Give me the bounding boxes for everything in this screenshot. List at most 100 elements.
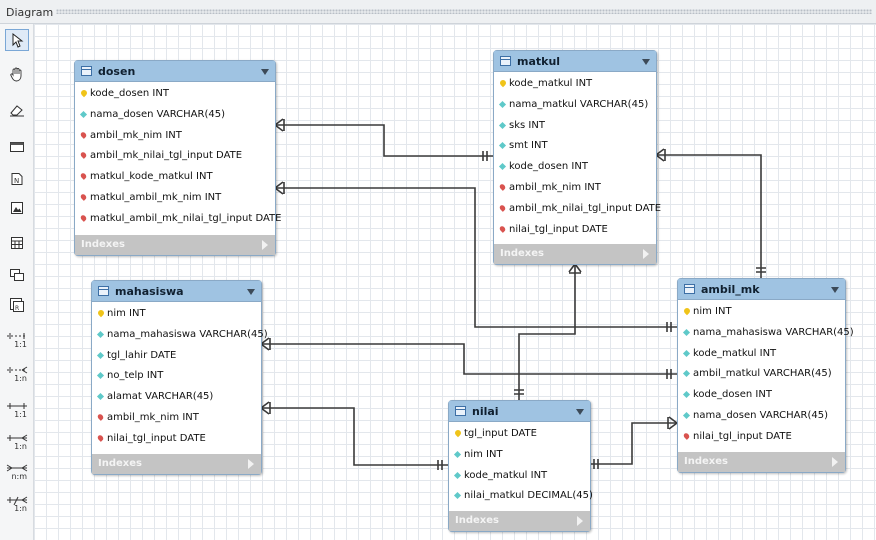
column-label: nilai_tgl_input DATE: [107, 432, 206, 444]
relation-label: 1:1: [14, 340, 27, 349]
column-row[interactable]: nilai_tgl_input DATE: [678, 427, 845, 448]
column-diamond-icon: [96, 393, 105, 401]
indexes-bar[interactable]: Indexes: [75, 235, 275, 255]
relation-1-n-identifying[interactable]: 1:n: [5, 428, 29, 451]
hand-icon: [10, 67, 22, 82]
collapse-arrow-icon[interactable]: [576, 409, 584, 415]
column-row[interactable]: kode_matkul INT: [678, 344, 845, 365]
column-row[interactable]: tgl_lahir DATE: [92, 346, 261, 367]
indexes-bar[interactable]: Indexes: [678, 452, 845, 472]
column-row[interactable]: nim INT: [678, 302, 845, 323]
table-mahasiswa[interactable]: mahasiswa nim INT nama_mahasiswa VARCHAR…: [91, 280, 268, 475]
svg-text:N: N: [14, 177, 19, 185]
indexes-bar[interactable]: Indexes: [494, 244, 656, 264]
collapse-arrow-icon[interactable]: [261, 69, 269, 75]
column-row[interactable]: kode_matkul INT: [494, 74, 656, 95]
table-ambil-mk[interactable]: ambil_mk nim INT nama_mahasiswa VARCHAR(…: [677, 278, 854, 473]
collapse-arrow-icon[interactable]: [642, 59, 650, 65]
column-row[interactable]: nama_dosen VARCHAR(45): [75, 105, 275, 126]
column-label: matkul_kode_matkul INT: [90, 171, 213, 183]
relation-label: 1:n: [14, 442, 27, 451]
relation-1-n-identifying-icon: [7, 434, 28, 442]
column-diamond-icon: [96, 351, 105, 359]
column-row[interactable]: ambil_mk_nilai_tgl_input DATE: [494, 199, 661, 220]
relation-1-n-icon: [7, 366, 28, 374]
column-row[interactable]: kode_matkul INT: [449, 466, 590, 487]
column-row[interactable]: kode_dosen INT: [75, 84, 275, 105]
relation-1-1-icon: [7, 333, 27, 339]
column-row[interactable]: nim INT: [449, 445, 590, 466]
column-row[interactable]: tgl_input DATE: [449, 424, 590, 445]
table-dosen[interactable]: dosen kode_dosen INT nama_dosen VARCHAR(…: [74, 60, 281, 256]
table-header[interactable]: mahasiswa: [92, 281, 261, 302]
relation-n-m[interactable]: n:m: [5, 458, 29, 481]
table-tool[interactable]: [5, 232, 29, 254]
panel-drag-grip[interactable]: [56, 9, 872, 14]
routine-group-tool[interactable]: R: [5, 294, 29, 316]
column-row[interactable]: alamat VARCHAR(45): [92, 387, 261, 408]
expand-arrow-icon: [832, 457, 838, 467]
pointer-tool[interactable]: [5, 29, 29, 51]
note-tool[interactable]: N: [5, 168, 29, 190]
hand-tool[interactable]: [5, 63, 29, 85]
table-matkul[interactable]: matkul kode_matkul INT nama_matkul VARCH…: [493, 50, 661, 265]
indexes-bar[interactable]: Indexes: [92, 454, 261, 474]
table-icon: [98, 286, 109, 296]
column-label: kode_matkul INT: [693, 347, 777, 359]
column-row[interactable]: nilai_tgl_input DATE: [494, 220, 656, 241]
column-label: ambil_matkul VARCHAR(45): [693, 368, 832, 380]
diagram-canvas[interactable]: dosen kode_dosen INT nama_dosen VARCHAR(…: [34, 24, 876, 540]
relation-1-n-non-identifying[interactable]: 1:n: [5, 360, 29, 383]
relation-1-n-existing[interactable]: 1:n: [5, 490, 29, 513]
column-row[interactable]: ambil_mk_nim INT: [92, 408, 261, 429]
column-row[interactable]: ambil_mk_nilai_tgl_input DATE: [75, 146, 275, 167]
relation-n-m-icon: [6, 464, 28, 472]
column-label: ambil_mk_nim INT: [90, 129, 182, 141]
column-row[interactable]: kode_dosen INT: [494, 157, 656, 178]
relation-dosen-matkul: [275, 124, 493, 157]
column-row[interactable]: no_telp INT: [92, 366, 261, 387]
layer-tool[interactable]: [5, 136, 29, 158]
column-label: kode_dosen INT: [509, 161, 588, 173]
column-row[interactable]: ambil_mk_nim INT: [75, 126, 275, 147]
relation-1-1-identifying[interactable]: 1:1: [5, 396, 29, 419]
column-label: kode_matkul INT: [509, 78, 593, 89]
column-row[interactable]: sks INT: [494, 116, 656, 137]
indexes-bar[interactable]: Indexes: [449, 511, 590, 531]
column-row[interactable]: nama_dosen VARCHAR(45): [678, 406, 845, 427]
column-row[interactable]: kode_dosen INT: [678, 385, 845, 406]
table-header[interactable]: nilai: [449, 401, 590, 422]
collapse-arrow-icon[interactable]: [831, 287, 839, 293]
column-row[interactable]: nim INT: [92, 304, 261, 325]
relation-1-1-non-identifying[interactable]: 1:1: [5, 326, 29, 349]
relation-matkul-nilai: [518, 264, 576, 400]
column-row[interactable]: nama_mahasiswa VARCHAR(45): [678, 323, 854, 344]
column-row[interactable]: smt INT: [494, 136, 656, 157]
foreign-key-icon: [79, 193, 88, 201]
column-row[interactable]: ambil_mk_nim INT: [494, 178, 656, 199]
column-row[interactable]: nama_mahasiswa VARCHAR(45): [92, 325, 268, 346]
column-diamond-icon: [96, 372, 105, 380]
column-row[interactable]: matkul_kode_matkul INT: [75, 167, 275, 188]
column-row[interactable]: matkul_ambil_mk_nilai_tgl_input DATE: [75, 209, 281, 230]
table-header[interactable]: ambil_mk: [678, 279, 845, 300]
table-header[interactable]: dosen: [75, 61, 275, 82]
primary-key-icon: [682, 306, 692, 316]
column-row[interactable]: ambil_matkul VARCHAR(45): [678, 364, 845, 385]
eraser-tool[interactable]: [5, 99, 29, 121]
column-label: nilai_matkul DECIMAL(45): [464, 490, 593, 502]
column-row[interactable]: matkul_ambil_mk_nim INT: [75, 188, 275, 209]
expand-arrow-icon: [262, 240, 268, 250]
image-tool[interactable]: [5, 197, 29, 219]
column-row[interactable]: nilai_matkul DECIMAL(45): [449, 486, 593, 507]
primary-key-icon: [96, 308, 106, 318]
view-tool[interactable]: [5, 264, 29, 286]
column-label: nama_mahasiswa VARCHAR(45): [693, 326, 854, 338]
table-nilai[interactable]: nilai tgl_input DATE nim INT kode_matkul…: [448, 400, 593, 532]
table-header[interactable]: matkul: [494, 51, 656, 72]
column-row[interactable]: nama_matkul VARCHAR(45): [494, 95, 656, 116]
column-label: ambil_mk_nim INT: [509, 181, 601, 193]
relation-nilai-ambil-mk: [590, 422, 677, 465]
column-row[interactable]: nilai_tgl_input DATE: [92, 429, 261, 450]
collapse-arrow-icon[interactable]: [247, 289, 255, 295]
